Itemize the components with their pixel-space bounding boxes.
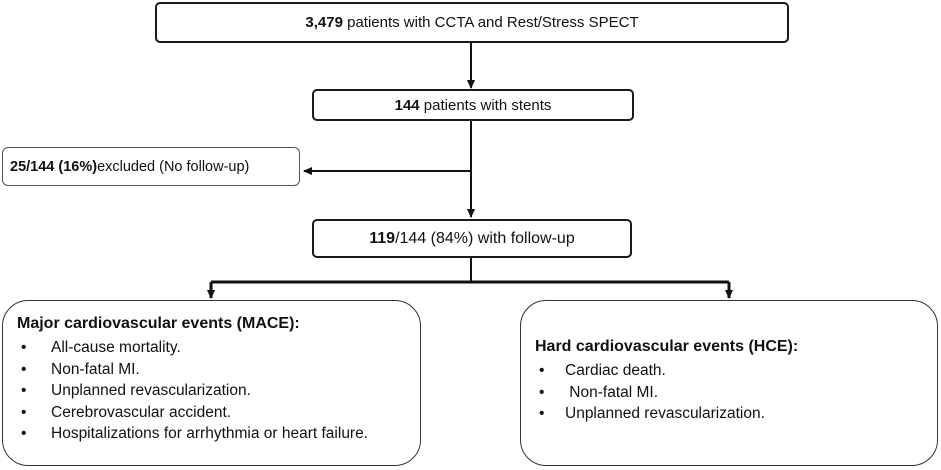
mace-item: Unplanned revascularization. (17, 380, 420, 402)
stents-box-text: 144 patients with stents (395, 97, 552, 114)
stents-box: 144 patients with stents (312, 89, 634, 121)
hce-item: Cardiac death. (535, 360, 937, 382)
excluded-box: 25/144 (16%) excluded (No follow-up) (2, 147, 300, 186)
top-box-text: 3,479 patients with CCTA and Rest/Stress… (305, 14, 638, 31)
stents-box-label: patients with stents (419, 96, 552, 114)
followup-box: 119/144 (84%) with follow-up (312, 219, 632, 258)
mace-item: Cerebrovascular accident. (17, 402, 420, 424)
hce-heading: Hard cardiovascular events (HCE): (535, 338, 799, 355)
hce-item: Non-fatal MI. (535, 382, 937, 404)
mace-box: Major cardiovascular events (MACE): All-… (2, 300, 421, 466)
top-box-label: patients with CCTA and Rest/Stress SPECT (342, 14, 639, 31)
hce-item: Unplanned revascularization. (535, 403, 937, 425)
mace-item: All-cause mortality. (17, 337, 420, 359)
mace-list: All-cause mortality. Non-fatal MI. Unpla… (17, 337, 420, 445)
excluded-box-fraction: 25/144 (16%) (10, 158, 98, 175)
followup-box-count: 119 (369, 229, 396, 247)
followup-box-text: 119/144 (84%) with follow-up (369, 230, 574, 248)
top-box-count: 3,479 (305, 14, 343, 31)
excluded-box-label: excluded (No follow-up) (97, 158, 250, 175)
hce-list: Cardiac death. Non-fatal MI. Unplanned r… (535, 360, 937, 425)
followup-box-label: /144 (84%) with follow-up (395, 229, 575, 247)
hce-box: Hard cardiovascular events (HCE): Cardia… (520, 300, 938, 466)
mace-heading: Major cardiovascular events (MACE): (17, 315, 300, 332)
stents-box-count: 144 (394, 96, 420, 114)
mace-item: Non-fatal MI. (17, 359, 420, 381)
top-box: 3,479 patients with CCTA and Rest/Stress… (155, 2, 789, 43)
mace-item: Hospitalizations for arrhythmia or heart… (17, 423, 420, 445)
